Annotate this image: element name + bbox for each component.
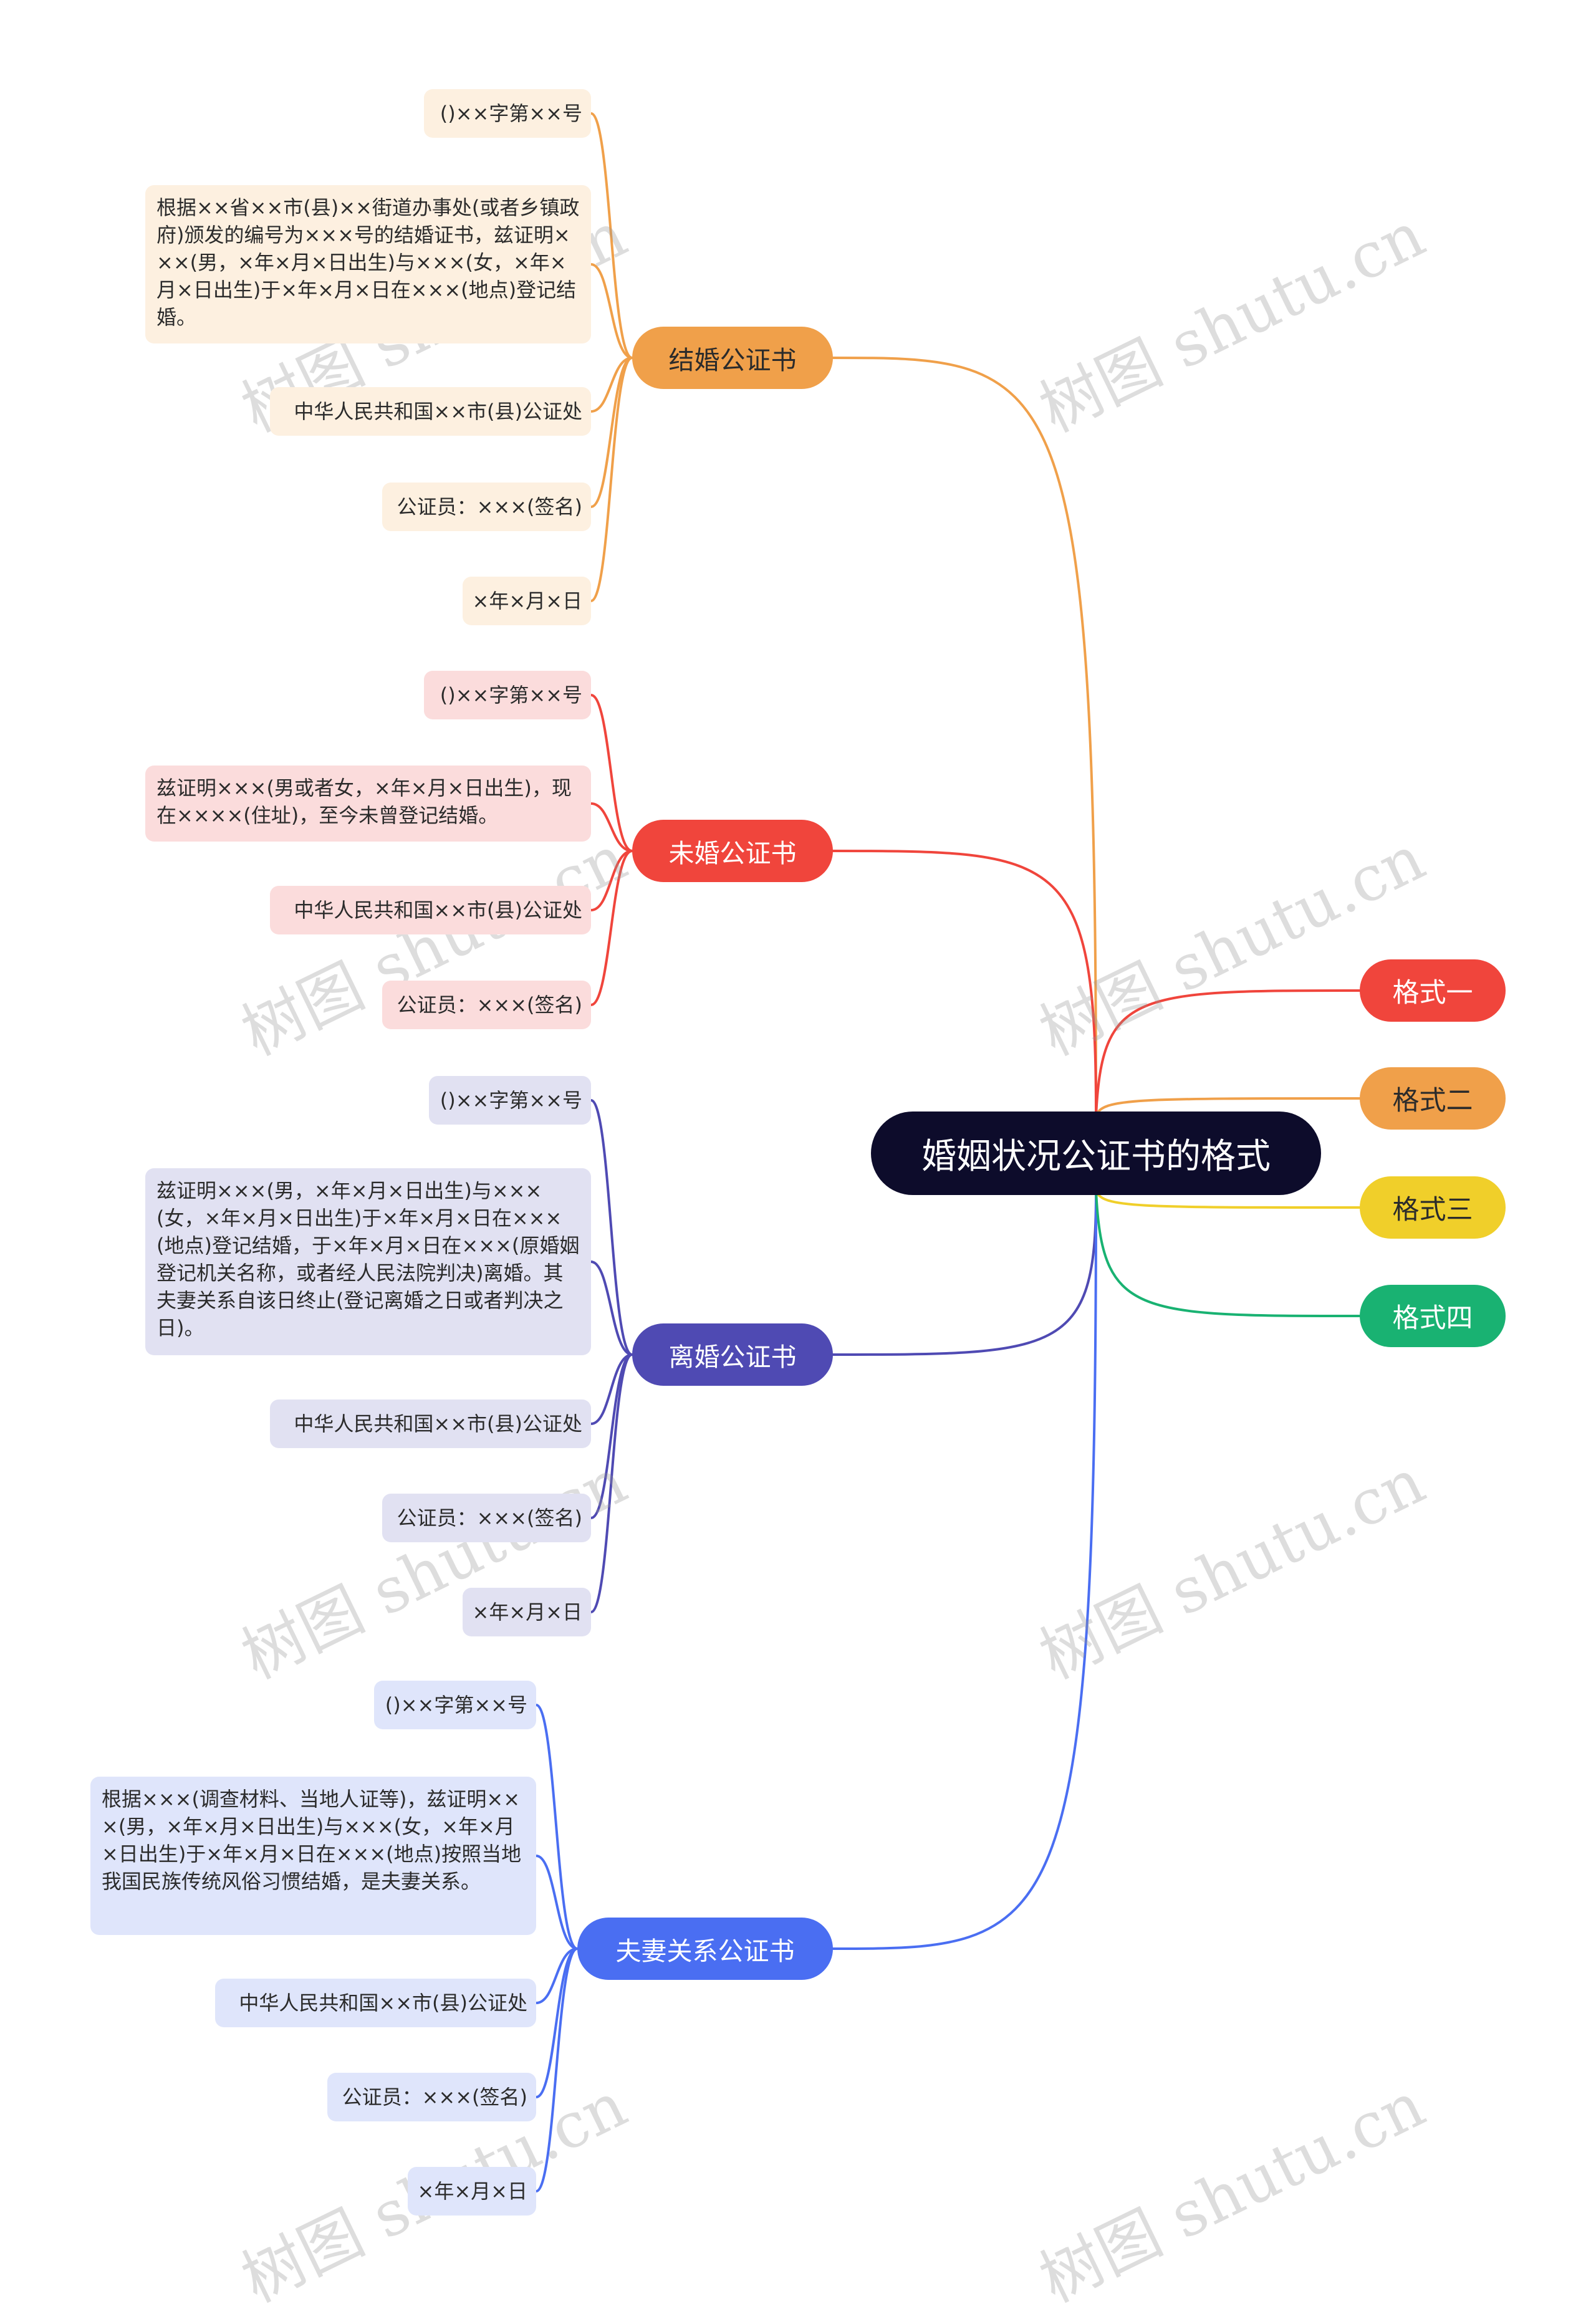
- leaf-date[interactable]: ×年×月×日: [463, 577, 591, 625]
- leaf-connector: [535, 1947, 579, 2004]
- leaf-document-number[interactable]: ()××字第××号: [424, 671, 591, 719]
- leaf-connector: [590, 112, 633, 359]
- leaf-certification-body[interactable]: 兹证明×××(男，×年×月×日出生)与×××(女，×年×月×日出生)于×年×月×…: [145, 1168, 591, 1355]
- branch-unmarried-notarization[interactable]: 未婚公证书: [632, 820, 833, 882]
- branch-connector: [832, 357, 1097, 1113]
- leaf-connector: [590, 357, 633, 413]
- format-connector: [1095, 1097, 1361, 1117]
- leaf-date[interactable]: ×年×月×日: [408, 2167, 536, 2216]
- format-connector: [1095, 1189, 1361, 1209]
- format-connector: [1095, 1189, 1361, 1317]
- leaf-connector: [590, 263, 633, 359]
- leaf-certification-body[interactable]: 兹证明×××(男或者女，×年×月×日出生)，现在××××(住址)，至今未曾登记结…: [145, 766, 591, 842]
- leaf-notary-office[interactable]: 中华人民共和国××市(县)公证处: [270, 1400, 591, 1448]
- leaf-connector: [590, 694, 633, 852]
- leaf-connector: [590, 850, 633, 1006]
- leaf-notary-signature[interactable]: 公证员：×××(签名): [382, 1494, 591, 1542]
- leaf-connector: [590, 357, 633, 602]
- leaf-notary-signature[interactable]: 公证员：×××(签名): [382, 981, 591, 1029]
- leaf-connector: [590, 1353, 633, 1613]
- leaf-document-number[interactable]: ()××字第××号: [429, 1076, 591, 1125]
- leaf-notary-office[interactable]: 中华人民共和国××市(县)公证处: [215, 1979, 536, 2027]
- leaf-connector: [535, 1947, 579, 2098]
- leaf-document-number[interactable]: ()××字第××号: [424, 89, 591, 138]
- leaf-certification-body[interactable]: 根据×××(调查材料、当地人证等)，兹证明×××(男，×年×月×日出生)与×××…: [90, 1777, 536, 1935]
- format-one[interactable]: 格式一: [1360, 959, 1506, 1022]
- branch-spousal-relationship-notarization[interactable]: 夫妻关系公证书: [577, 1918, 833, 1980]
- leaf-connector: [590, 1260, 633, 1356]
- format-connector: [1095, 989, 1361, 1117]
- leaf-connector: [535, 1855, 579, 1950]
- leaf-connector: [535, 1947, 579, 2192]
- format-three[interactable]: 格式三: [1360, 1176, 1506, 1239]
- leaf-connector: [590, 1353, 633, 1519]
- branch-divorce-notarization[interactable]: 离婚公证书: [632, 1323, 833, 1386]
- leaf-connector: [590, 802, 633, 852]
- leaf-notary-office[interactable]: 中华人民共和国××市(县)公证处: [270, 886, 591, 934]
- leaf-certification-body[interactable]: 根据××省××市(县)××街道办事处(或者乡镇政府)颁发的编号为×××号的结婚证…: [145, 185, 591, 343]
- branch-marriage-notarization[interactable]: 结婚公证书: [632, 327, 833, 389]
- format-four[interactable]: 格式四: [1360, 1285, 1506, 1347]
- leaf-document-number[interactable]: ()××字第××号: [374, 1681, 536, 1729]
- leaf-connector: [590, 850, 633, 911]
- leaf-notary-signature[interactable]: 公证员：×××(签名): [327, 2073, 536, 2121]
- format-two[interactable]: 格式二: [1360, 1067, 1506, 1130]
- root-topic[interactable]: 婚姻状况公证书的格式: [871, 1111, 1321, 1195]
- branch-connector: [832, 1194, 1097, 1950]
- leaf-connector: [590, 357, 633, 508]
- leaf-connector: [535, 1704, 579, 1950]
- branch-connector: [832, 850, 1097, 1113]
- branch-connector: [832, 1194, 1097, 1356]
- leaf-notary-signature[interactable]: 公证员：×××(签名): [382, 483, 591, 531]
- leaf-date[interactable]: ×年×月×日: [463, 1588, 591, 1636]
- leaf-connector: [590, 1353, 633, 1425]
- leaf-connector: [590, 1099, 633, 1356]
- leaf-notary-office[interactable]: 中华人民共和国××市(县)公证处: [270, 387, 591, 436]
